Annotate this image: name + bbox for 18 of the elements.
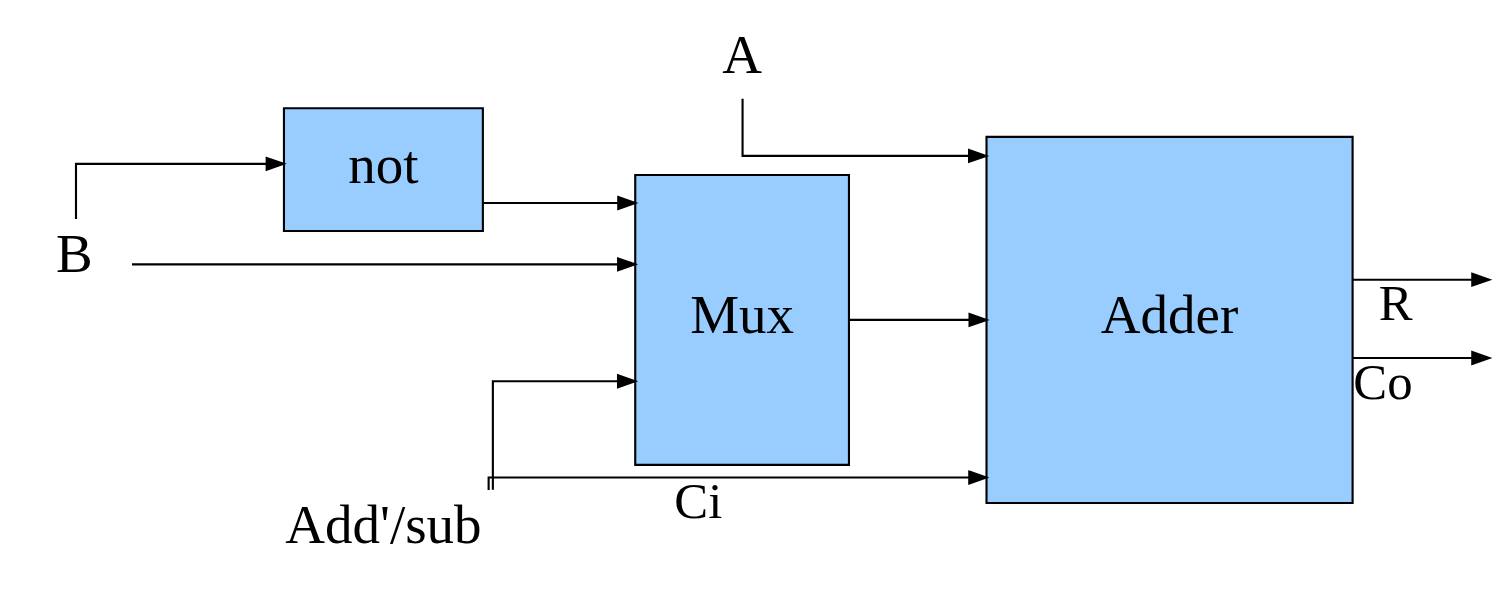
edge-label: Ci <box>674 473 723 530</box>
arrow <box>131 256 639 272</box>
edge-label: R <box>1378 275 1413 332</box>
edge-label: Co <box>1353 353 1413 410</box>
arrow <box>483 195 639 211</box>
arrow <box>741 98 990 164</box>
arrow <box>1352 272 1493 288</box>
arrow <box>849 312 990 328</box>
node-text: Add'/sub <box>285 493 482 555</box>
arrow <box>487 470 990 491</box>
arrow <box>74 156 287 219</box>
node-text: A <box>722 23 762 85</box>
node-box: Mux <box>634 173 850 466</box>
arrow <box>1352 350 1493 366</box>
node-box: Adder <box>985 135 1354 504</box>
node-box: not <box>282 107 484 233</box>
node-text: B <box>56 222 93 284</box>
arrow <box>491 373 639 490</box>
